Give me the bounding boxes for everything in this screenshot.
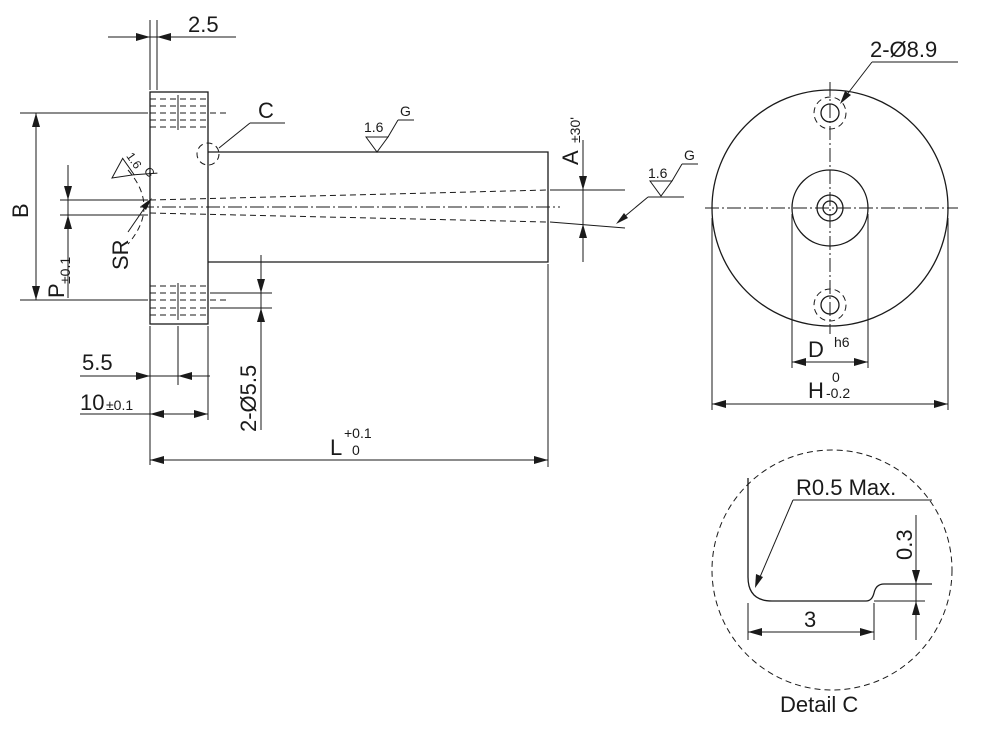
detail-0-3-text: 0.3	[892, 529, 917, 560]
dim-d: D h6	[791, 214, 869, 368]
counterbore-bottom-hidden	[150, 285, 226, 316]
detail-c-label: C	[258, 98, 274, 123]
surface-finish-shaft: 1.6 G	[364, 103, 414, 153]
dim-10: 10 ±0.1	[80, 326, 209, 420]
dim-p-tol: ±0.1	[57, 257, 73, 284]
svg-text:1.6: 1.6	[364, 119, 384, 135]
dim-2-5: 2.5	[108, 12, 236, 90]
flange-outline	[149, 91, 209, 325]
dim-hole-small-text: 2-Ø5.5	[236, 365, 261, 432]
svg-text:1.6: 1.6	[123, 150, 144, 172]
dim-hole-large: 2-Ø8.9	[840, 37, 958, 104]
dim-5-5: 5.5	[80, 326, 210, 465]
dim-sr: SR	[108, 198, 152, 270]
dim-l-tol-upper: +0.1	[344, 425, 372, 441]
detail-c-boundary	[711, 449, 953, 691]
detail-c-view: R0.5 Max. 0.3 3 Detail C	[711, 449, 953, 717]
side-view: C	[127, 91, 560, 325]
svg-text:1.6: 1.6	[648, 165, 668, 181]
detail-c-marker	[196, 142, 220, 166]
front-view	[705, 82, 958, 334]
svg-text:G: G	[400, 103, 411, 119]
dim-a-text: A	[558, 150, 583, 165]
taper-hidden-line-bottom	[149, 212, 549, 223]
dim-d-fit: h6	[834, 334, 850, 350]
dim-2-5-text: 2.5	[188, 12, 219, 37]
hole-bottom-through	[820, 295, 840, 315]
taper-hidden-line-top	[149, 189, 549, 201]
detail-c-profile	[747, 478, 932, 602]
dim-h-text: H	[808, 378, 824, 403]
dim-l-text: L	[330, 435, 342, 460]
dim-10-text: 10	[80, 390, 104, 415]
dim-hole-small: 2-Ø5.5	[210, 255, 272, 432]
hole-top-counterbore	[813, 96, 847, 130]
surface-finish-bore: 1.6 G	[616, 147, 698, 224]
dim-d-text: D	[808, 337, 824, 362]
dim-a-tol: ±30'	[567, 117, 583, 143]
svg-text:G: G	[684, 147, 695, 163]
dim-a: A ±30'	[549, 117, 626, 262]
dim-hole-large-text: 2-Ø8.9	[870, 37, 937, 62]
dim-l: L +0.1 0	[150, 264, 549, 467]
dim-p: P ±0.1	[44, 165, 148, 298]
dim-h-tol-lower: -0.2	[826, 385, 850, 401]
dim-sr-text: SR	[108, 239, 133, 270]
detail-c-leader	[218, 122, 251, 149]
counterbore-top-hidden	[150, 98, 226, 128]
detail-3-text: 3	[804, 607, 816, 632]
detail-r-max-text: R0.5 Max.	[796, 475, 896, 500]
svg-text:G: G	[141, 164, 158, 180]
dim-p-text: P	[44, 283, 69, 298]
detail-c-title: Detail C	[780, 692, 858, 717]
dim-l-tol-lower: 0	[352, 442, 360, 458]
dim-10-tol: ±0.1	[106, 397, 133, 413]
dim-h-tol-upper: 0	[832, 369, 840, 385]
dim-b-text: B	[8, 203, 33, 218]
hole-bottom-counterbore	[813, 288, 847, 322]
dim-b: B	[8, 112, 148, 301]
dim-5-5-text: 5.5	[82, 350, 113, 375]
hole-top-through	[820, 103, 840, 123]
dim-h: H 0 -0.2	[711, 218, 949, 410]
